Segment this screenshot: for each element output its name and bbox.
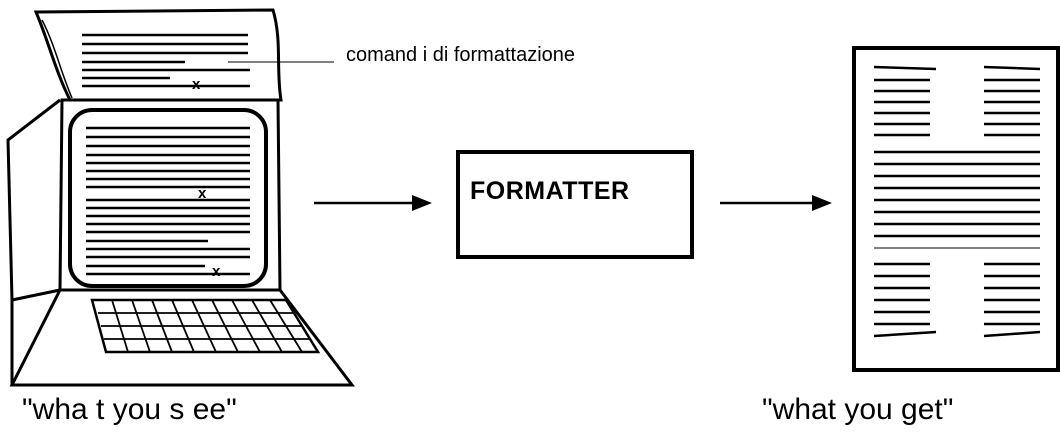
monitor bbox=[6, 98, 282, 302]
formatter-box bbox=[456, 150, 694, 259]
edit-mark-x: x bbox=[198, 185, 207, 202]
output-column-right bbox=[983, 65, 1041, 137]
computer-terminal-icon bbox=[6, 8, 356, 387]
output-full-width-block bbox=[874, 150, 1040, 249]
output-column-right-bottom bbox=[983, 262, 1041, 338]
keyboard-keys bbox=[98, 299, 310, 353]
input-paper-sheet bbox=[33, 8, 283, 102]
edit-mark-x: x bbox=[192, 76, 201, 93]
output-column-left-bottom bbox=[873, 262, 937, 338]
arrow-right-icon bbox=[314, 195, 432, 211]
formatter-label: FORMATTER bbox=[470, 177, 630, 205]
printed-document-icon bbox=[852, 46, 1060, 372]
arrow-right-icon bbox=[720, 195, 832, 211]
formatting-commands-annotation: comand i di formattazione bbox=[346, 44, 576, 66]
caption-what-you-see: "wha t you s ee" bbox=[22, 393, 237, 426]
caption-what-you-get: "what you get" bbox=[762, 393, 954, 426]
edit-mark-x: x bbox=[212, 263, 221, 280]
output-column-left bbox=[873, 65, 937, 137]
keyboard-base bbox=[9, 288, 356, 387]
screen-text-lines bbox=[86, 126, 250, 276]
